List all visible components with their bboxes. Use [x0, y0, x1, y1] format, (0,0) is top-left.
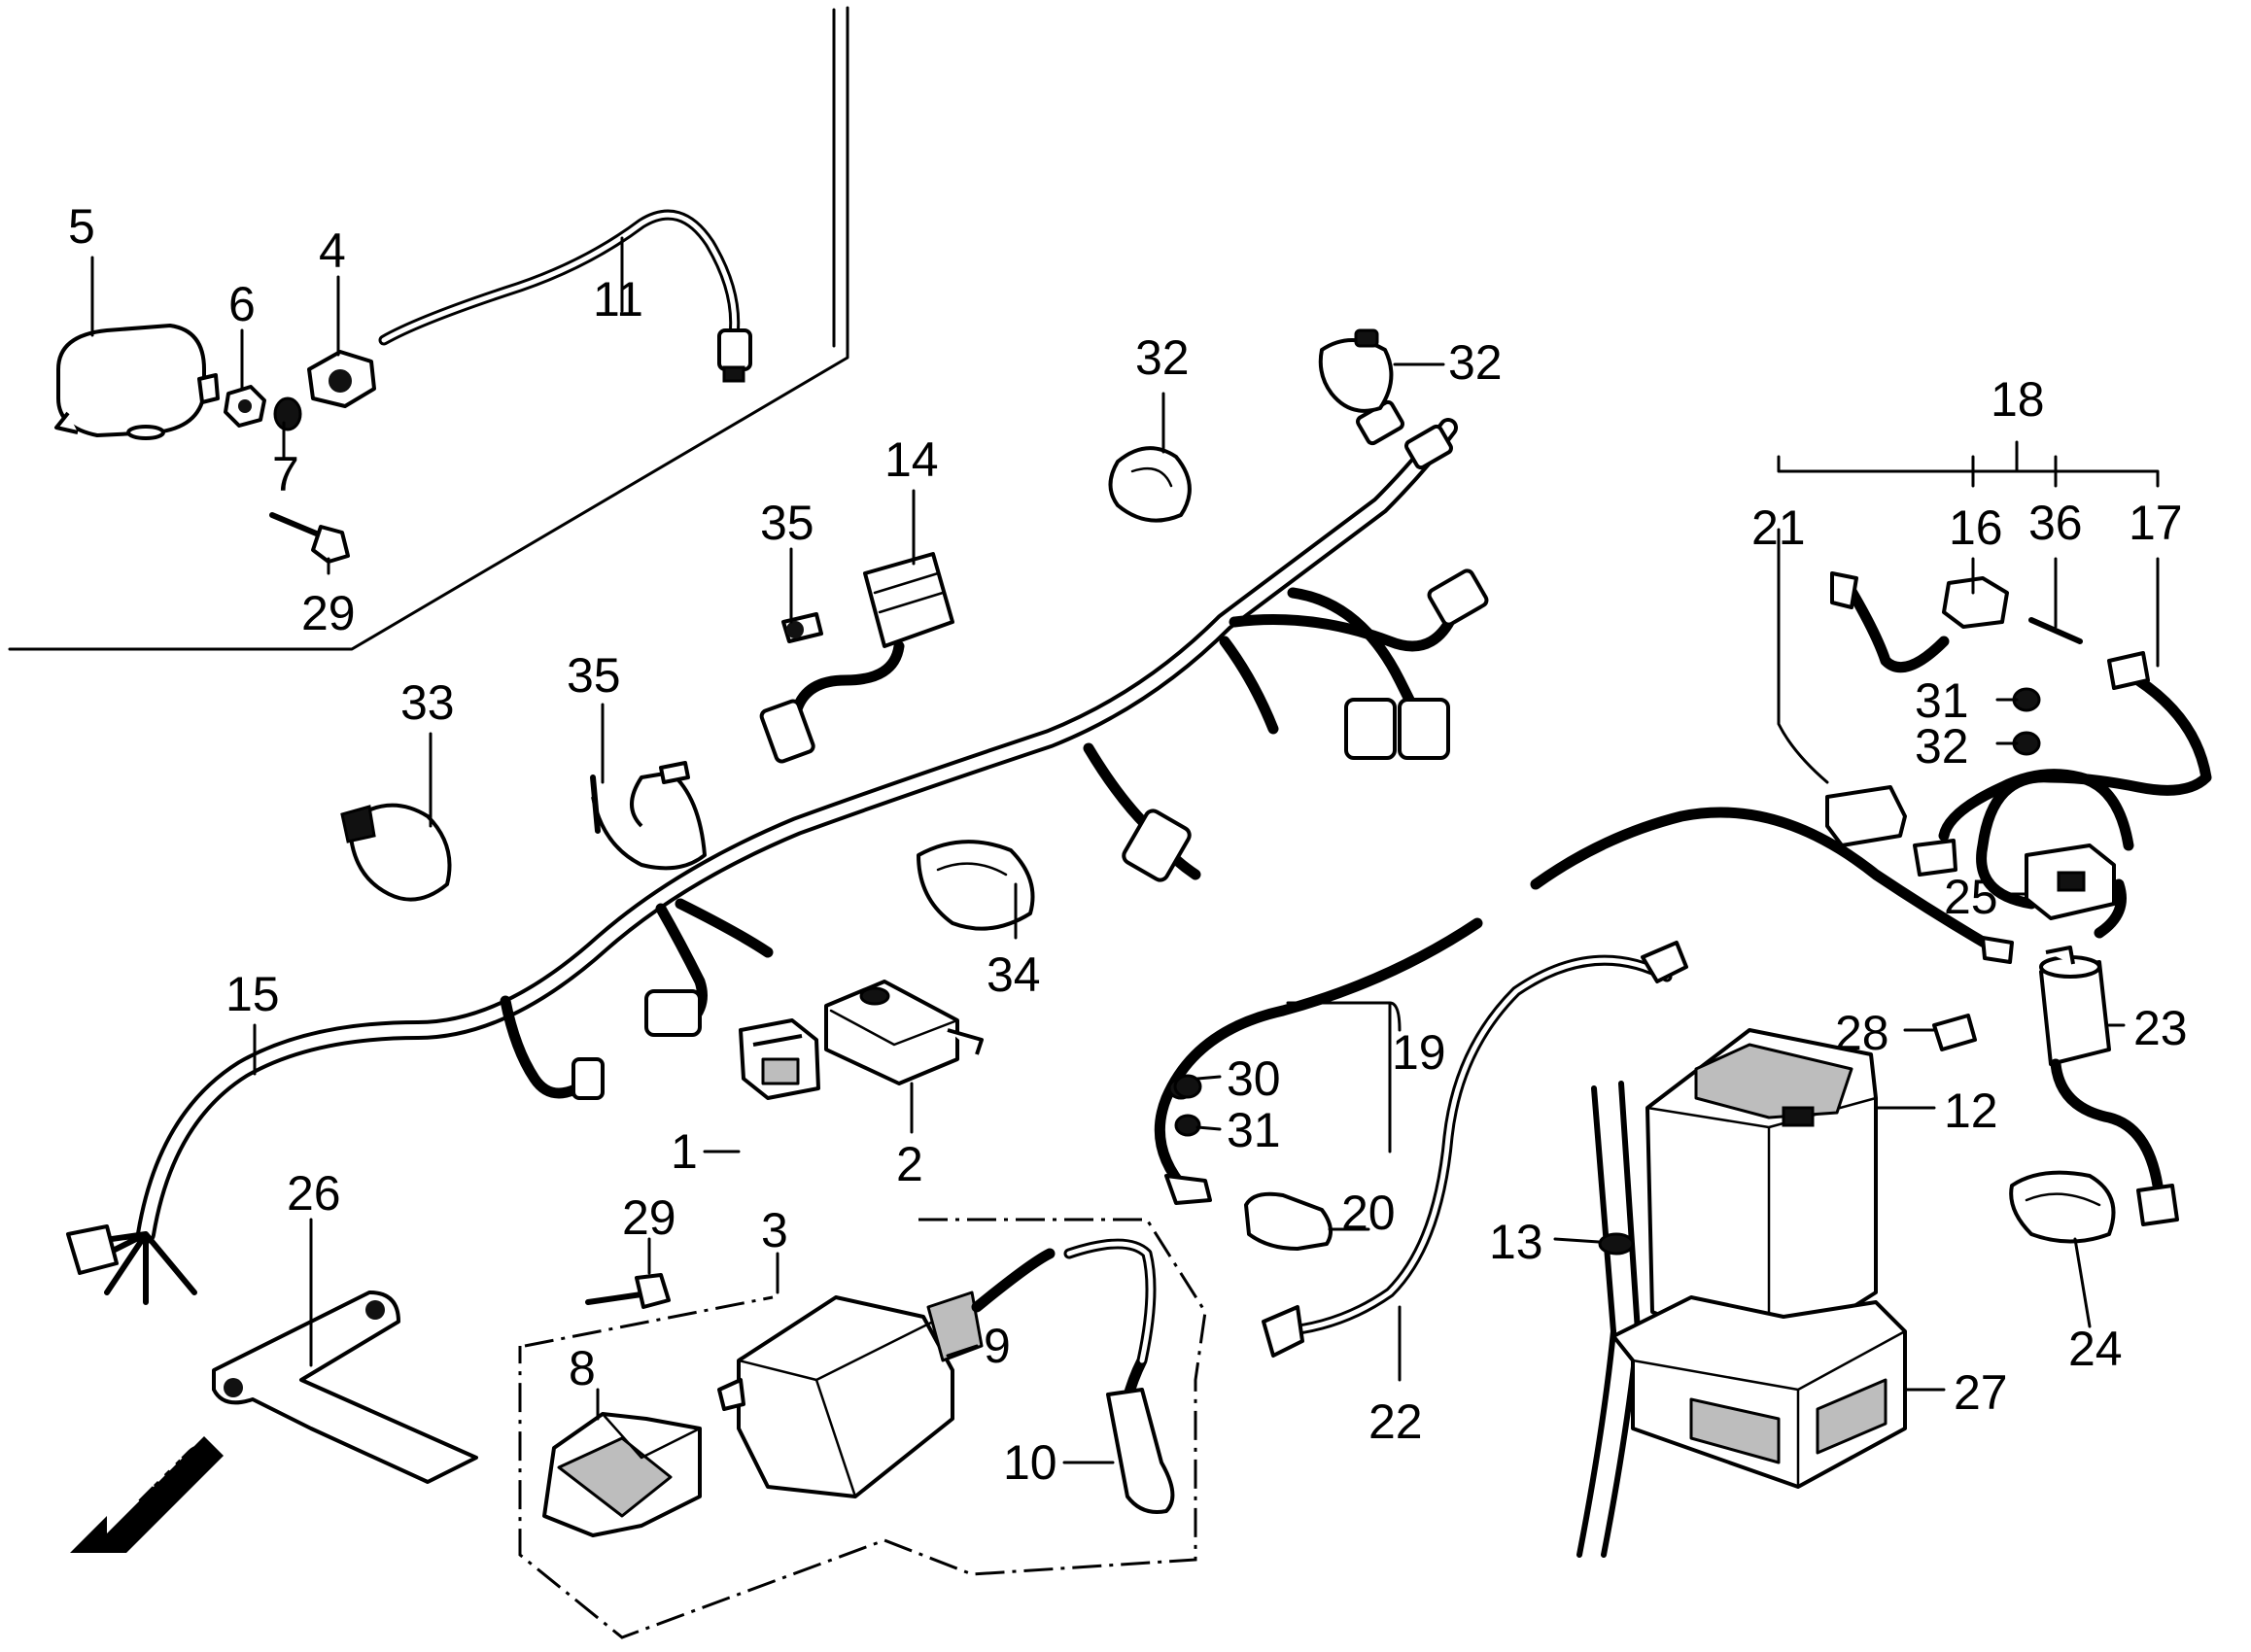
callout-29-inset: 29	[301, 586, 356, 640]
callout-19: 19	[1392, 1025, 1446, 1080]
band-24	[2009, 1170, 2116, 1244]
bolt-29b	[585, 1273, 671, 1309]
nut	[224, 385, 266, 428]
sub-harness	[1913, 651, 2212, 939]
callout-21: 21	[1751, 500, 1806, 555]
callout-34: 35	[567, 648, 621, 703]
callout-20: 20	[1341, 1186, 1396, 1240]
battery-tray	[1611, 1295, 1907, 1489]
ignition-coil	[717, 1291, 984, 1498]
cable-21	[1825, 571, 1950, 847]
vent-tube	[1576, 1081, 1641, 1558]
switch-16	[1942, 576, 2009, 629]
neutral-switch	[307, 350, 376, 408]
ignition-kit-frame	[518, 1218, 1207, 1639]
callout-8: 8	[569, 1341, 596, 1395]
battery-cable-19	[1154, 807, 2014, 1205]
callout-30-right: 31	[1915, 673, 1969, 728]
callout-5: 5	[68, 199, 95, 254]
clip-28	[1932, 1014, 1977, 1051]
washer	[273, 396, 302, 431]
callout-labels: 5 6 4 7 29 11 14 35 32 32 33 35 34 15 1 …	[68, 199, 2188, 1490]
callout-16: 16	[1949, 500, 2003, 555]
callout-32-top: 32	[1448, 335, 1503, 390]
callout-24: 24	[2068, 1322, 2123, 1376]
band-33	[917, 840, 1035, 931]
callout-1: 1	[671, 1124, 698, 1179]
callout-9: 9	[984, 1319, 1011, 1373]
callout-2: 2	[896, 1137, 923, 1191]
callout-13: 13	[1489, 1215, 1543, 1269]
relay	[739, 1018, 820, 1100]
band-32-left	[340, 803, 452, 902]
clamp-34	[590, 761, 707, 871]
hv-lead	[971, 1238, 1175, 1514]
callout-36: 36	[2028, 496, 2083, 550]
terminal-cover-20	[1244, 1191, 1333, 1251]
callout-22: 22	[1368, 1394, 1423, 1449]
callout-27: 27	[1954, 1365, 2008, 1420]
callout-14: 14	[884, 432, 939, 487]
callout-33: 34	[987, 947, 1041, 1002]
callout-25: 25	[1944, 870, 1998, 924]
callout-23: 23	[2133, 1001, 2188, 1055]
callout-4: 4	[319, 224, 346, 278]
leader-lines	[90, 236, 2160, 1464]
callout-32-left: 33	[400, 675, 455, 730]
callout-31-left: 31	[1227, 1103, 1281, 1157]
bolt-29a	[269, 512, 350, 564]
group-bracket-18	[1777, 440, 2160, 488]
callout-26: 26	[287, 1166, 341, 1221]
grommet-30a	[1173, 1074, 1202, 1099]
bolt-35	[781, 612, 823, 643]
callout-35: 35	[760, 496, 814, 550]
callout-17: 17	[2129, 496, 2183, 550]
grommet-31a	[1174, 1114, 1201, 1137]
callout-18: 18	[1991, 372, 2045, 427]
cable-11	[378, 209, 752, 383]
screw-36	[2028, 617, 2083, 644]
regulator-rectifier	[759, 552, 954, 764]
battery-cable-22	[1262, 941, 1688, 1358]
spark-boot	[542, 1412, 702, 1537]
band-32-top	[1318, 328, 1394, 413]
callout-7: 7	[272, 447, 299, 501]
unit-2	[824, 980, 984, 1085]
callout-6: 6	[228, 277, 256, 331]
inset-frame	[8, 6, 849, 651]
callout-30-left: 30	[1227, 1051, 1281, 1106]
callout-28: 28	[1835, 1006, 1889, 1060]
callout-3: 3	[761, 1203, 788, 1257]
callout-10: 10	[1003, 1435, 1057, 1490]
fwd-arrow: FWD	[70, 1434, 225, 1553]
callout-12: 12	[1944, 1084, 1998, 1138]
callout-15: 15	[225, 967, 280, 1021]
bracket	[212, 1291, 478, 1484]
callout-29-harness: 29	[622, 1190, 676, 1245]
callout-31-right: 32	[1915, 719, 1969, 774]
starter-relay	[54, 324, 220, 440]
unit-23	[2039, 946, 2179, 1226]
callout-11: 11	[593, 272, 643, 327]
callout-32-mid: 32	[1135, 330, 1190, 385]
band-32-mid	[1108, 446, 1192, 523]
